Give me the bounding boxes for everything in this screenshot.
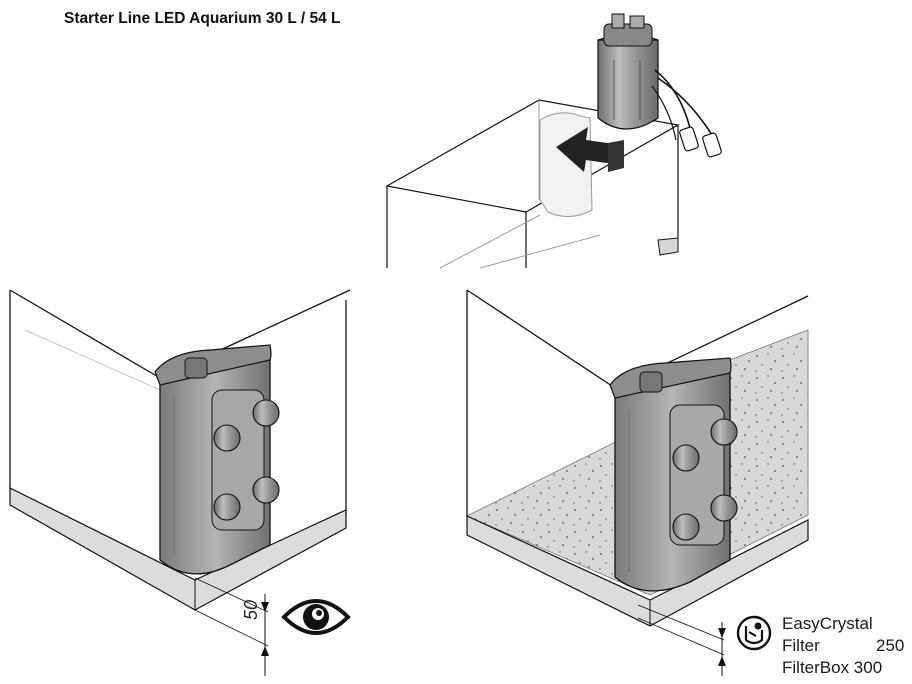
suction-cup [252, 476, 280, 504]
suction-cup [672, 513, 700, 541]
suction-cup [252, 399, 280, 427]
insert-arrow-icon [556, 127, 622, 172]
filter-instruction-icon [736, 615, 772, 651]
suction-cup [710, 418, 738, 446]
filter-unit [597, 13, 659, 130]
plug-icon [679, 126, 699, 152]
page-title: Starter Line LED Aquarium 30 L / 54 L [64, 10, 341, 27]
compat-line-1: EasyCrystal [782, 614, 873, 633]
internal-filter [609, 357, 738, 592]
compat-line-3: FilterBox 300 [782, 658, 883, 677]
compat-line-2-size: 250 [876, 636, 905, 655]
arrow-tail [608, 140, 624, 172]
suction-cup [672, 444, 700, 472]
compat-line-2-name: Filter [782, 636, 820, 655]
eye-icon [281, 599, 351, 635]
plug-icon [702, 132, 722, 158]
top-panel [385, 13, 722, 269]
gap-dimension-label: 50 [241, 599, 261, 620]
suction-cup [213, 493, 241, 521]
suction-cup [710, 494, 738, 522]
suction-cup [213, 424, 241, 452]
left-panel [9, 289, 351, 676]
right-panel [466, 289, 809, 676]
internal-filter [154, 344, 280, 575]
